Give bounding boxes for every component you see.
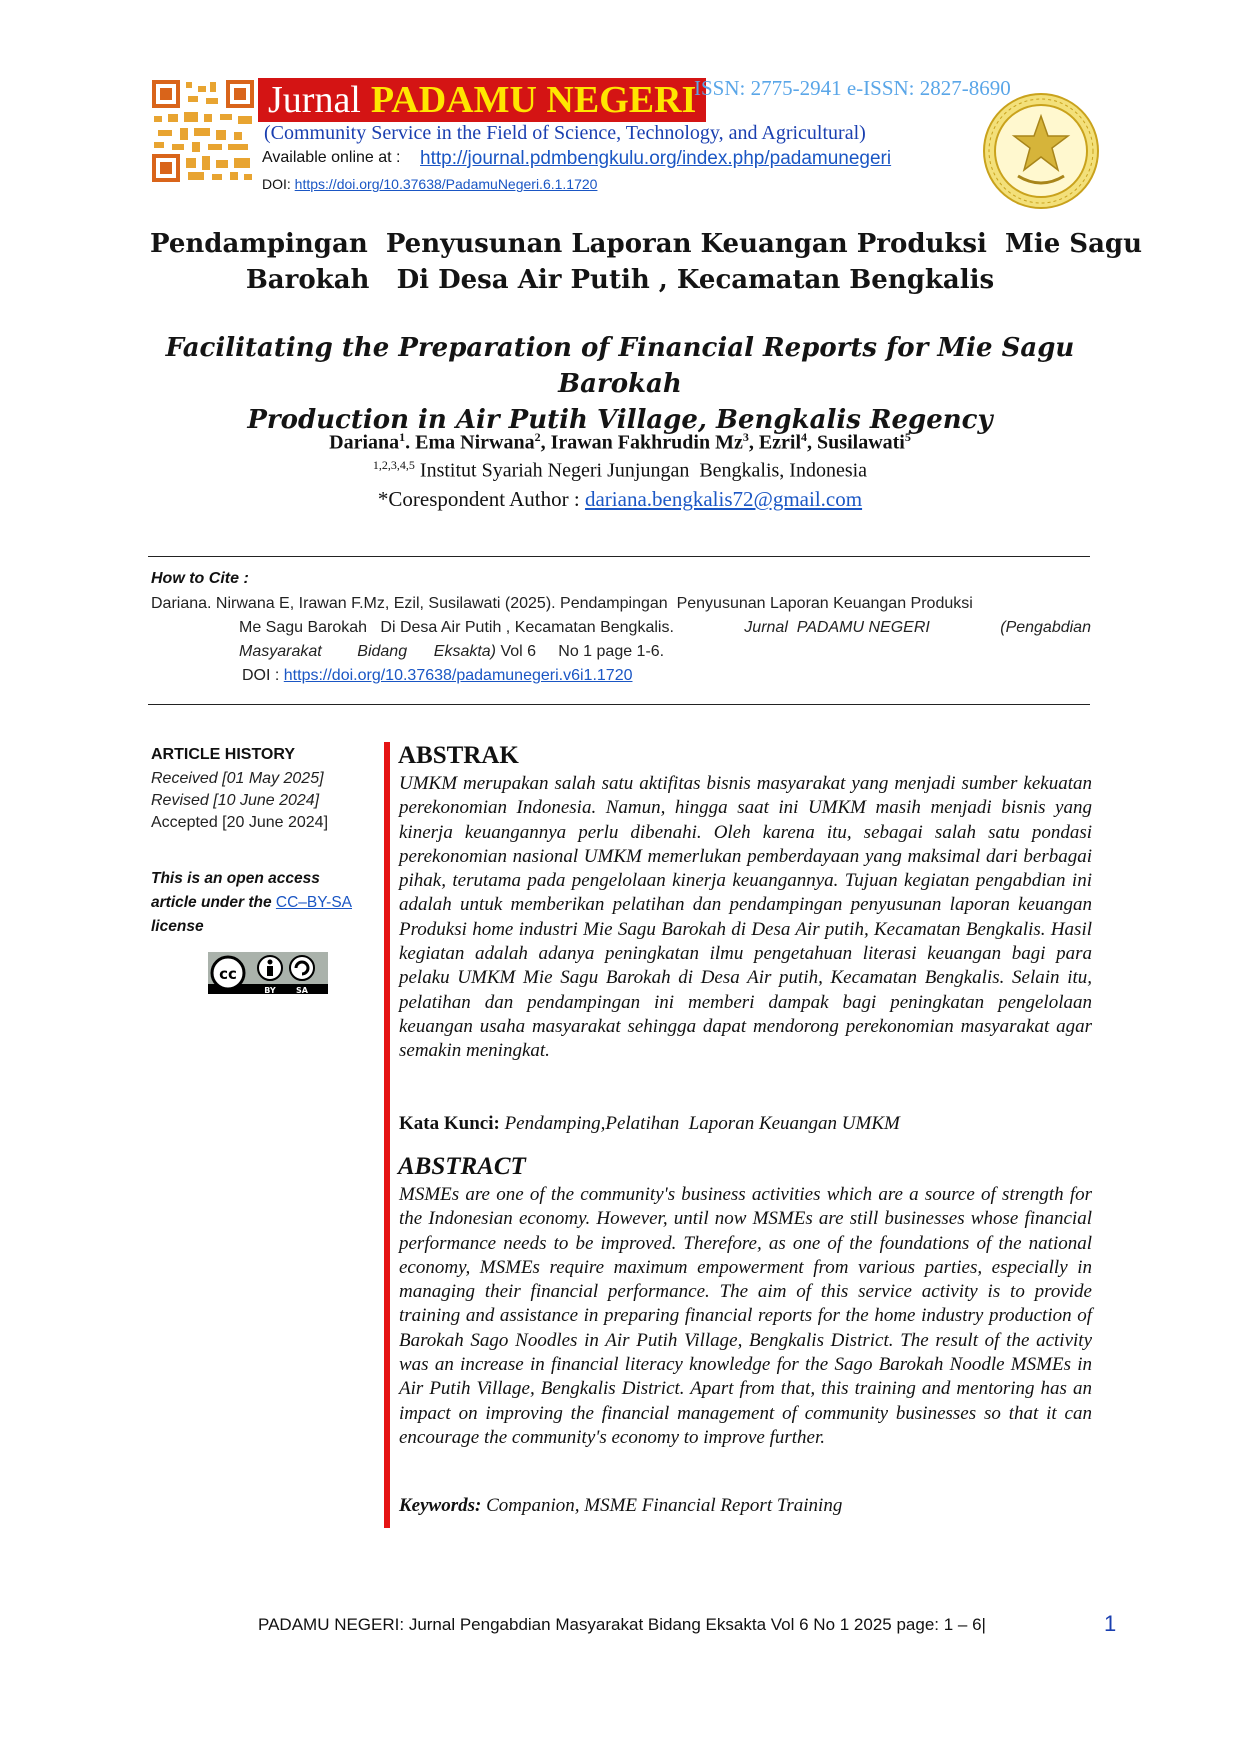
cc-by-sa-link[interactable]: CC–BY-SA — [275, 894, 353, 911]
open-access-line-3: license — [151, 918, 204, 935]
author-name: Irawan Fakhrudin Mz — [550, 431, 743, 454]
title-id-line-1: Pendampingan Penyusunan Laporan Keuangan… — [150, 229, 1142, 259]
abstract-text: MSMEs are one of the community's busines… — [399, 1184, 1092, 1448]
received-date: Received [01 May 2025] — [151, 770, 324, 787]
citation-line-2: Me Sagu Barokah Di Desa Air Putih , Keca… — [151, 616, 1091, 640]
journal-name-badge: Jurnal PADAMU NEGERI — [258, 78, 707, 122]
affiliation: 1,2,3,4,5 Institut Syariah Negeri Junjun… — [140, 458, 1100, 483]
citation-journal: Bidang — [357, 643, 408, 660]
svg-text:SA: SA — [296, 986, 309, 994]
correspondent-author: *Corespondent Author : dariana.bengkalis… — [140, 487, 1100, 512]
revised-date: Revised [10 June 2024] — [151, 792, 320, 809]
cc-by-sa-badge-icon[interactable]: cc BY SA — [208, 952, 328, 994]
author-sep: , — [540, 431, 551, 454]
open-access-line-1: This is an open access — [151, 870, 320, 887]
author-name: Dariana — [329, 431, 400, 454]
citation-line-4: DOI : https://doi.org/10.37638/padamuneg… — [151, 664, 1091, 688]
author-sep: , — [807, 431, 818, 454]
journal-url-link[interactable]: http://journal.pdmbengkulu.org/index.php… — [420, 148, 892, 169]
author-sep: , — [748, 431, 759, 454]
journal-subtitle: (Community Service in the Field of Scien… — [264, 122, 866, 144]
journal-name: PADAMU NEGERI — [370, 79, 697, 121]
correspondent-label: *Corespondent Author : — [377, 487, 585, 511]
author-sup: 2 — [534, 430, 541, 444]
header-doi: DOI: https://doi.org/10.37638/PadamuNege… — [262, 176, 597, 192]
university-emblem-icon — [983, 93, 1099, 209]
citation-journal-paren: (Pengabdian — [1000, 619, 1091, 636]
issn-text: ISSN: 2775-2941 e-ISSN: 2827-8690 — [694, 76, 1011, 100]
article-history-title: ARTICLE HISTORY — [151, 746, 296, 763]
citation-volume: Vol 6 No 1 page 1-6. — [496, 643, 665, 660]
divider-top — [148, 556, 1090, 557]
citation-line-3: Masyarakat Bidang Eksakta) Vol 6 No 1 pa… — [151, 640, 1091, 664]
abstract-accent-bar — [384, 742, 390, 1528]
open-access-note: This is an open access article under the… — [151, 867, 371, 939]
citation-journal: Masyarakat — [239, 643, 322, 660]
title-id-line-2: Barokah Di Desa Air Putih , Kecamatan Be… — [245, 265, 995, 295]
keywords-label: Keywords: — [399, 1495, 482, 1516]
author-sup: 4 — [801, 430, 808, 444]
qr-code — [150, 78, 256, 184]
kata-kunci: Kata Kunci: Pendamping,Pelatihan Laporan… — [399, 1113, 900, 1135]
kata-kunci-text: Pendamping,Pelatihan Laporan Keuangan UM… — [499, 1113, 900, 1134]
author-sup: 5 — [904, 430, 911, 444]
citation-journal: Jurnal PADAMU NEGERI — [744, 619, 930, 636]
journal-word: Jurnal — [268, 79, 361, 121]
citation-block: Dariana. Nirwana E, Irawan F.Mz, Ezil, S… — [151, 592, 1091, 688]
available-online-label: Available online at : — [262, 149, 401, 166]
divider-bottom — [148, 704, 1090, 705]
page-number: 1 — [1104, 1611, 1117, 1636]
abstrak-heading: ABSTRAK — [398, 742, 519, 769]
keywords: Keywords: Companion, MSME Financial Repo… — [399, 1495, 842, 1517]
citation-doi-link[interactable]: https://doi.org/10.37638/padamunegeri.v6… — [283, 667, 633, 684]
author-sep: . — [405, 431, 416, 454]
title-en-line-1: Facilitating the Preparation of Financia… — [165, 333, 1075, 399]
abstrak-text: UMKM merupakan salah satu aktifitas bisn… — [399, 773, 1092, 1062]
title-en-line-2: Production in Air Putih Village, Bengkal… — [247, 405, 993, 435]
affiliation-text: Institut Syariah Negeri Junjungan Bengka… — [414, 459, 868, 482]
title-english: Facilitating the Preparation of Financia… — [140, 330, 1100, 438]
page-footer: PADAMU NEGERI: Jurnal Pengabdian Masyara… — [258, 1615, 986, 1634]
author-sup: 3 — [742, 430, 749, 444]
citation-text: Me Sagu Barokah Di Desa Air Putih , Keca… — [239, 619, 674, 636]
author-name: Ema Nirwana — [415, 431, 535, 454]
keywords-text: Companion, MSME Financial Report Trainin… — [481, 1495, 843, 1516]
author-name: Ezril — [758, 431, 802, 454]
citation-line-1: Dariana. Nirwana E, Irawan F.Mz, Ezil, S… — [151, 595, 973, 612]
citation-doi-label: DOI : — [242, 667, 284, 684]
open-access-line-2: article under the CC–BY-SA — [151, 891, 371, 915]
affiliation-sup: 1,2,3,4,5 — [372, 458, 415, 472]
how-to-cite-label: How to Cite : — [151, 570, 249, 587]
citation-journal: Eksakta) — [433, 643, 497, 660]
author-list: Dariana1. Ema Nirwana2, Irawan Fakhrudin… — [140, 430, 1100, 455]
author-name: Susilawati — [817, 431, 905, 454]
open-access-text: article under the — [151, 894, 276, 911]
header-doi-label: DOI: — [262, 176, 291, 192]
author-sup: 1 — [399, 430, 406, 444]
svg-text:BY: BY — [264, 986, 276, 994]
header-doi-link[interactable]: https://doi.org/10.37638/PadamuNegeri.6.… — [294, 176, 598, 192]
correspondent-email-link[interactable]: dariana.bengkalis72@gmail.com — [584, 487, 863, 511]
svg-text:cc: cc — [219, 965, 237, 983]
kata-kunci-label: Kata Kunci: — [399, 1113, 500, 1134]
accepted-date: Accepted [20 June 2024] — [151, 814, 329, 831]
abstract-heading: ABSTRACT — [398, 1153, 526, 1180]
title-indonesian: Pendampingan Penyusunan Laporan Keuangan… — [150, 226, 1142, 298]
